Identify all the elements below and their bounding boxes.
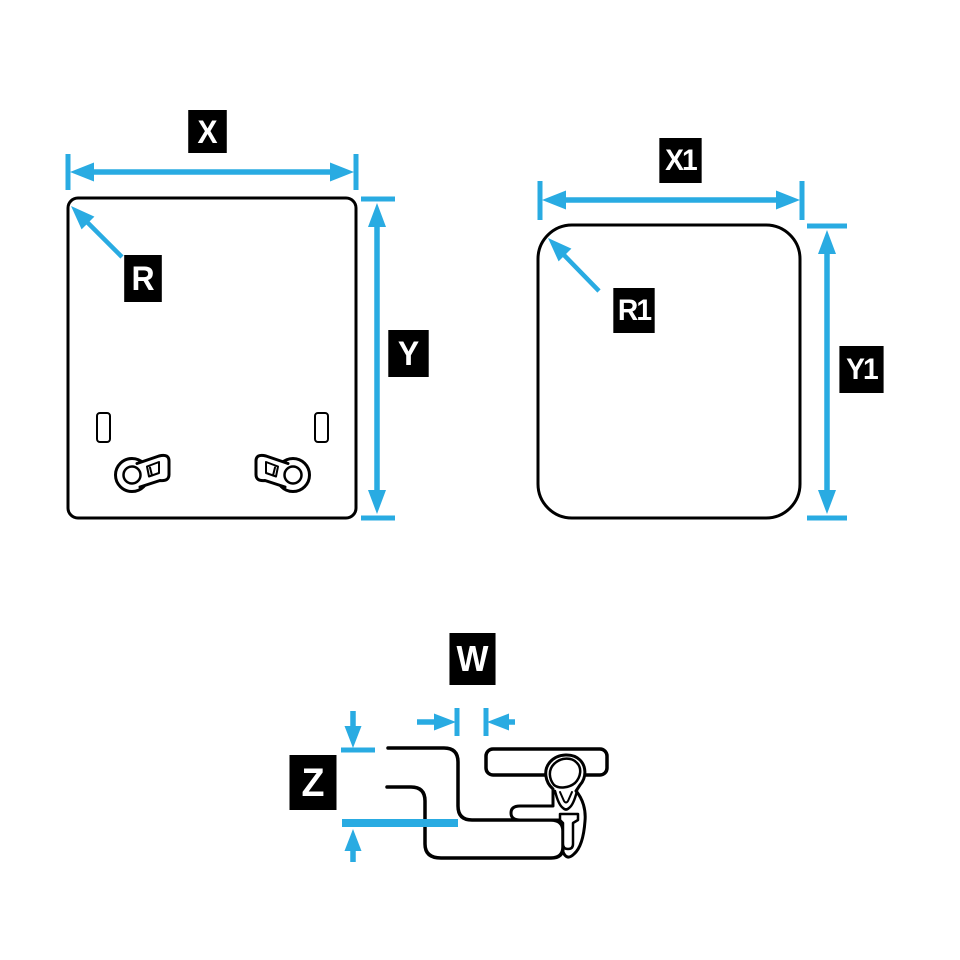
seal-notch-outer — [553, 789, 579, 811]
latch-left-lever — [135, 453, 171, 489]
label-x: X — [188, 110, 227, 153]
dimension-x1 — [537, 181, 805, 220]
label-y1: Y1 — [839, 346, 884, 393]
latch-right-hole — [283, 465, 303, 485]
cutout-outline — [536, 223, 802, 520]
arrowhead-down-icon — [818, 490, 836, 514]
seal-channel-slot — [558, 812, 580, 851]
arrowhead-left-icon — [70, 162, 94, 182]
latch-right-lever-detail — [265, 461, 279, 478]
hinge-slot-right — [314, 412, 329, 443]
dimension-w — [417, 708, 515, 736]
radius-r1-line — [561, 252, 601, 293]
arrowhead-up-icon — [818, 230, 836, 254]
latch-right-lever-hatch — [272, 466, 276, 477]
arrowhead-corner-icon — [71, 206, 95, 230]
label-y: Y — [388, 330, 429, 377]
arrowhead-up-icon — [344, 829, 362, 851]
arrowhead-down-icon — [344, 726, 362, 748]
latch-left-lever-detail — [146, 461, 160, 478]
figure-cutout-view — [536, 181, 847, 521]
latch-right — [254, 453, 311, 493]
label-z: Z — [289, 755, 337, 810]
arrowhead-up-icon — [368, 203, 386, 227]
label-w: W — [449, 633, 496, 685]
radius-pointer-r — [71, 206, 124, 259]
latch-left-lever-hatch — [149, 466, 153, 477]
label-r: R — [124, 255, 162, 302]
dimension-y1 — [807, 223, 847, 521]
latch-right-lever — [254, 453, 290, 489]
figure-cross-section — [341, 708, 609, 862]
arrowhead-corner-icon — [548, 238, 572, 262]
arrowhead-right-icon — [776, 190, 800, 210]
seal-notch-inner — [559, 791, 573, 804]
dimension-x — [65, 154, 359, 190]
radius-pointer-r1 — [548, 238, 601, 293]
arrowhead-left-icon — [542, 190, 566, 210]
arrowhead-right-icon — [330, 162, 354, 182]
dimension-y — [361, 196, 395, 521]
label-x1: X1 — [659, 138, 702, 183]
seal-loop-inner — [548, 757, 582, 789]
arrowhead-left-icon — [487, 713, 509, 731]
arrowhead-down-icon — [368, 490, 386, 514]
latch-left-hole — [122, 465, 142, 485]
radius-r-line — [84, 219, 124, 259]
figure-panel-top-view — [65, 154, 395, 521]
latch-left — [114, 453, 171, 493]
dimension-z — [341, 711, 458, 862]
seal-profile — [509, 753, 587, 859]
hinge-slot-left — [96, 412, 111, 443]
label-r1: R1 — [613, 288, 655, 333]
arrowhead-right-icon — [434, 713, 456, 731]
